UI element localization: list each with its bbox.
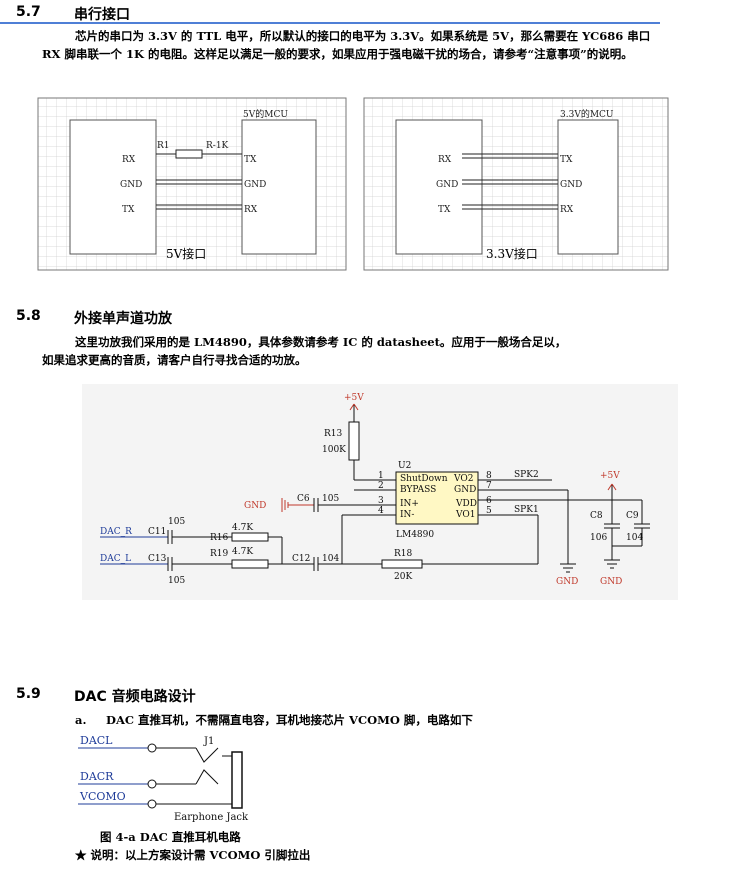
earphone-jack-schematic: DACL DACR VCOMO J1 Earphone Jack (74, 732, 274, 826)
dacl-label: DACL (80, 734, 113, 747)
pin-rx: RX (438, 155, 452, 165)
resistor-name: R1 (157, 141, 170, 151)
gnd-label: GND (556, 577, 578, 587)
pin-rx: RX (560, 205, 574, 215)
resistor-value: R-1K (206, 141, 229, 151)
chip-pin-label: GND (454, 485, 476, 495)
pin-gnd: GND (436, 180, 458, 190)
serial-interface-figure: 5V的MCU RX GND TX TX GND RX R1 R-1K 5V接口 … (36, 96, 670, 272)
vcomo-label: VCOMO (79, 790, 126, 803)
chip-pin-label: BYPASS (400, 485, 436, 495)
panel-5v: 5V的MCU RX GND TX TX GND RX R1 R-1K 5V接口 (37, 97, 347, 271)
c8-label: C8 (590, 511, 603, 521)
chip-pin-label: IN- (400, 510, 414, 520)
amplifier-svg: +5V R13 100K U2 1 2 3 4 ShutDown BYPASS … (100, 393, 650, 587)
vcc-top-label: +5V (344, 393, 364, 403)
section-5-8-line-1: 这里功放我们采用的是 LM4890，具体参数请参考 IC 的 datasheet… (75, 335, 567, 349)
j1-label: J1 (203, 736, 214, 747)
r13-value: 100K (322, 445, 346, 455)
gnd-label: GND (600, 577, 622, 587)
pin-rx: RX (122, 155, 136, 165)
vcc-right-label: +5V (600, 471, 620, 481)
c9-value: 104 (626, 533, 643, 543)
panel-caption: 5V接口 (166, 246, 206, 261)
section-5-9-heading: 5.9 DAC 音频电路设计 (16, 686, 336, 705)
r16-value: 4.7K (232, 523, 253, 533)
pin-tx: TX (438, 205, 451, 215)
note-text: ★ 说明：以上方案设计需 VCOMO 引脚拉出 (75, 848, 311, 862)
panel-3-3v: 3.3V的MCU RX GND TX TX GND RX 3.3V接口 (363, 97, 669, 271)
serial-interface-svg: 5V的MCU RX GND TX TX GND RX R1 R-1K 5V接口 … (37, 97, 669, 271)
c9-label: C9 (626, 511, 639, 521)
chip-name: LM4890 (396, 530, 434, 540)
section-number: 5.8 (16, 308, 41, 324)
amplifier-schematic: +5V R13 100K U2 1 2 3 4 ShutDown BYPASS … (82, 384, 678, 600)
c6-value: 105 (322, 494, 339, 504)
chip-pin-label: VDD (455, 499, 477, 509)
section-5-7-line-2: RX 脚串联一个 1K 的电阻。这样足以满足一般的要求，如果应用于强电磁干扰的场… (42, 47, 633, 61)
pin-tx: TX (244, 155, 257, 165)
chip-pin-label: VO2 (453, 474, 473, 484)
jack-label: Earphone Jack (174, 812, 249, 823)
section-title: 外接单声道功放 (74, 311, 172, 327)
chip-pin-label: VO1 (455, 510, 475, 520)
pin-rx: RX (244, 205, 258, 215)
r13-label: R13 (324, 429, 343, 439)
section-number: 5.7 (16, 4, 41, 20)
section-5-8-heading: 5.8 外接单声道功放 (16, 308, 316, 327)
chip-pin-label: ShutDown (400, 474, 448, 484)
item-a-marker: a. (75, 713, 87, 727)
pin-tx: TX (560, 155, 573, 165)
pin-num: 5 (486, 506, 492, 516)
section-title: DAC 音频电路设计 (74, 689, 196, 705)
section-divider (0, 22, 660, 24)
c13-value: 105 (168, 576, 185, 586)
pin-num: 1 (378, 471, 384, 481)
spk1-label: SPK1 (514, 505, 539, 515)
figure-caption: 图 4-a DAC 直推耳机电路 (100, 830, 241, 844)
pin-num: 7 (486, 481, 492, 491)
chip-pin-label: IN+ (400, 499, 419, 509)
pin-gnd: GND (244, 180, 266, 190)
c6-label: C6 (297, 494, 310, 504)
pin-num: 6 (486, 496, 492, 506)
dacr-label: DACR (80, 770, 114, 783)
pin-gnd: GND (560, 180, 582, 190)
c11-value: 105 (168, 517, 185, 527)
r18-label: R18 (394, 549, 413, 559)
pin-num: 4 (378, 506, 384, 516)
section-title: 串行接口 (74, 7, 130, 23)
r19-value: 4.7K (232, 547, 253, 557)
c8-value: 106 (590, 533, 607, 543)
pin-num: 2 (378, 481, 384, 491)
section-5-7-line-1: 芯片的串口为 3.3V 的 TTL 电平，所以默认的接口的电平为 3.3V。如果… (75, 29, 651, 43)
pin-tx: TX (122, 205, 135, 215)
panel-caption: 3.3V接口 (486, 246, 538, 261)
section-5-8-line-2: 如果追求更高的音质，请客户自行寻找合适的功放。 (42, 353, 307, 367)
u2-label: U2 (398, 461, 411, 471)
r18-value: 20K (394, 572, 412, 582)
r19-label: R19 (210, 549, 229, 559)
mcu-label: 3.3V的MCU (560, 108, 614, 120)
c12-label: C12 (292, 554, 310, 564)
gnd-label: GND (244, 501, 266, 511)
dac-r-label: DAC_R (100, 527, 132, 537)
c13-label: C13 (148, 554, 167, 564)
spk2-label: SPK2 (514, 470, 539, 480)
earphone-jack-svg: DACL DACR VCOMO J1 Earphone Jack (78, 734, 249, 823)
c12-value: 104 (322, 554, 339, 564)
mcu-label: 5V的MCU (243, 108, 288, 120)
c11-label: C11 (148, 527, 166, 537)
section-number: 5.9 (16, 686, 41, 702)
pin-gnd: GND (120, 180, 142, 190)
pin-num: 3 (378, 496, 384, 506)
r16-label: R16 (210, 533, 229, 543)
section-5-7-heading: 5.7 串行接口 (16, 4, 316, 23)
pin-num: 8 (486, 471, 492, 481)
dac-l-label: DAC_L (100, 554, 131, 564)
item-a-text: DAC 直推耳机，不需隔直电容，耳机地接芯片 VCOMO 脚，电路如下 (106, 713, 473, 727)
